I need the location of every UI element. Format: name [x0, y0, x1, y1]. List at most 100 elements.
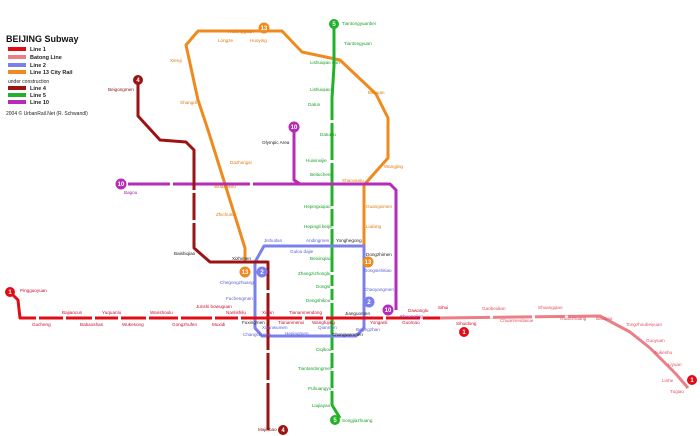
- station-baishiqiao: Baishiqiao: [174, 251, 196, 256]
- station-gaobeidian: Gaobeidian: [482, 306, 506, 311]
- station-pingguoyuan: Pingguoyuan: [20, 288, 47, 293]
- legend-line-5: Line 5: [30, 93, 46, 99]
- svg-text:4: 4: [281, 428, 285, 434]
- line-1-route: [8, 290, 440, 320]
- station-shuangqiao: Shuangqiao: [538, 305, 563, 310]
- line-4-badge-north: 4: [133, 75, 143, 85]
- station-andingmen: Andingmen: [306, 238, 330, 243]
- station-jishuitan: Jishuitan: [264, 238, 283, 243]
- station-longze: Longze: [218, 38, 234, 43]
- station-fuchengmen: Fuchengmen: [226, 296, 253, 301]
- station-labels: Pingguoyuan Gucheng Bajiaocun Babaoshan …: [20, 21, 684, 432]
- copyright: 2004 © UrbanRail.Net (R. Schwandl): [6, 110, 88, 117]
- station-jiukeshu: Jiukeshu: [654, 350, 673, 355]
- station-tiananmendong: Tiananmendong: [289, 310, 322, 315]
- station-babaoshan: Babaoshan: [80, 322, 104, 327]
- station-huixinxijie: Huixinxijie: [306, 158, 327, 163]
- station-shuangjing: Shuangjing: [400, 314, 423, 319]
- station-chuanmeidaxue: Chuanmeidaxue: [500, 318, 534, 323]
- station-dongsi: Dongsi: [316, 284, 330, 289]
- station-guanzhuang: Guanzhuang: [560, 316, 587, 321]
- line-13-badge-west: 13: [239, 266, 251, 278]
- station-guoyuan: Guoyuan: [646, 338, 665, 343]
- line-2-route: [253, 244, 366, 338]
- legend-line-2: Line 2: [30, 63, 46, 69]
- station-junshibowuguan: Junshi bowuguan: [196, 304, 232, 309]
- svg-text:10: 10: [291, 125, 298, 131]
- station-linhe: Linhe: [662, 378, 674, 383]
- station-shaoyaoju: Shaoyaoju: [342, 178, 364, 183]
- line-13-badge-east: 13: [362, 256, 374, 268]
- station-guomao: Guomao: [402, 320, 420, 325]
- station-zhichunlu: Zhichunlu: [216, 212, 236, 217]
- station-dengshikou: Dengshikou: [306, 298, 331, 303]
- station-ciqikou: Ciqikou: [316, 347, 332, 352]
- legend-line-13: Line 13 City Rail: [30, 70, 73, 76]
- line-5-route: [330, 28, 342, 419]
- station-datunlu: Datunlu: [320, 132, 336, 137]
- station-hepingli: Hepingli beijie: [304, 224, 333, 229]
- svg-text:5: 5: [333, 418, 337, 424]
- line-2-badge-west: 2: [256, 266, 268, 278]
- station-chaoyangmen: Chaoyangmen: [364, 287, 394, 292]
- svg-text:4: 4: [136, 78, 140, 84]
- station-puhuangyu: Puhuangyu: [308, 386, 332, 391]
- station-gongzhufen: Gongzhufen: [172, 322, 197, 327]
- station-yuquanlu: Yuquanlu: [102, 310, 122, 315]
- station-bagou: Bagou: [124, 190, 138, 195]
- line-1-badge-west: 1: [5, 287, 15, 297]
- station-beijingzhan: Beijingzhan: [356, 327, 380, 332]
- station-qianmen: Qianmen: [318, 325, 337, 330]
- line-10-olympic-branch: [292, 132, 301, 186]
- line-10-badge-olympic: 10: [288, 121, 300, 133]
- station-beitucheng: Beitucheng: [310, 172, 333, 177]
- station-liujiayao: Liujiayao: [312, 403, 331, 408]
- legend-line-4: Line 4: [30, 86, 47, 92]
- station-shangdi: Shangdi: [180, 100, 197, 105]
- svg-text:1: 1: [462, 330, 466, 336]
- line-2-badge-east: 2: [363, 296, 375, 308]
- line-10-badge-west: 10: [115, 178, 127, 190]
- station-wangjing: Wangjing: [384, 164, 403, 169]
- station-lishuiqiaonan: Lishuiqiao nan: [310, 60, 340, 65]
- svg-text:1: 1: [8, 290, 12, 296]
- legend-line-1: Line 1: [30, 47, 46, 53]
- station-nanlishilu: Nanlishilu: [226, 310, 246, 315]
- batong-line-route: [439, 314, 690, 389]
- station-yonghegong: Yonghegong: [336, 238, 362, 243]
- station-wanshoulu: Wanshoulu: [150, 310, 173, 315]
- station-datun: Datun: [308, 102, 321, 107]
- line-10-route: [128, 182, 398, 310]
- svg-text:10: 10: [118, 182, 125, 188]
- station-changchunjie: Changchunjie: [243, 332, 272, 337]
- station-gucheng: Gucheng: [32, 322, 51, 327]
- station-xidan: Xidan: [262, 310, 274, 315]
- station-tongzhoubeiyuan: Tongzhoubeiyuan: [626, 322, 662, 327]
- line-10-badge-south: 10: [382, 304, 394, 316]
- station-wangfujing: Wangfujing: [312, 320, 335, 325]
- station-majiabao: Majiabao: [258, 427, 277, 432]
- svg-text:13: 13: [365, 260, 372, 266]
- line-1-badge-east: 1: [459, 327, 469, 337]
- station-yonganli: Yonganli: [370, 320, 387, 325]
- svg-text:5: 5: [332, 22, 336, 28]
- station-liyuan: Liyuan: [668, 362, 682, 367]
- batong-badge: 1: [687, 375, 697, 385]
- station-hepingmen: Hepingmen: [285, 331, 309, 336]
- station-tiantongyuan: Tiantongyuan: [344, 41, 372, 46]
- station-guangximen: Guangximen: [366, 204, 392, 209]
- legend: Line 1 Batong Line Line 2 Line 13 City R…: [6, 47, 88, 117]
- station-hepingxiqiao: Hepingxiqiao: [304, 204, 331, 209]
- station-beixinqiao: Beixinqiao: [310, 256, 332, 261]
- svg-text:1: 1: [690, 378, 694, 384]
- legend-under-construction: under construction: [8, 79, 49, 85]
- station-tiantandongmen: Tiantandongmen: [298, 366, 333, 371]
- station-xizhimen: Xizhimen: [232, 256, 251, 261]
- station-dawanglu: Dawanglu: [408, 308, 429, 313]
- line-4-badge-south: 4: [278, 425, 288, 435]
- station-olympic-area: Olympic Area: [262, 140, 290, 145]
- station-wukesong: Wukesong: [122, 322, 144, 327]
- station-huoying: Huoying: [250, 38, 267, 43]
- station-huilongguan: Huilongguan: [228, 29, 254, 34]
